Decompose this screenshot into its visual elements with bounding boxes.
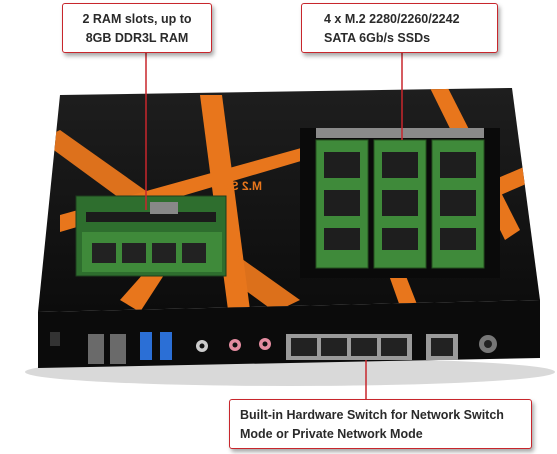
ssd-callout-line1: 4 x M.2 2280/2260/2242 bbox=[324, 12, 460, 26]
m2-ssd-print: M.2 SSD bbox=[214, 179, 262, 193]
switch-callout-line1: Built-in Hardware Switch for Network Swi… bbox=[240, 408, 504, 422]
ssd-callout: 4 x M.2 2280/2260/2242 SATA 6Gb/s SSDs bbox=[301, 3, 498, 53]
ram-callout: 2 RAM slots, up to 8GB DDR3L RAM bbox=[62, 3, 212, 53]
ram-callout-line2: 8GB DDR3L RAM bbox=[85, 31, 189, 45]
front-ports bbox=[50, 332, 497, 364]
ssd-bay bbox=[300, 128, 500, 278]
ram-callout-line1: 2 RAM slots, up to bbox=[82, 12, 192, 26]
switch-callout-line2: Mode or Private Network Mode bbox=[240, 427, 423, 441]
ssd-callout-line2: SATA 6Gb/s SSDs bbox=[324, 31, 431, 45]
ram-module-area bbox=[75, 195, 227, 277]
switch-callout: Built-in Hardware Switch for Network Swi… bbox=[229, 399, 532, 449]
